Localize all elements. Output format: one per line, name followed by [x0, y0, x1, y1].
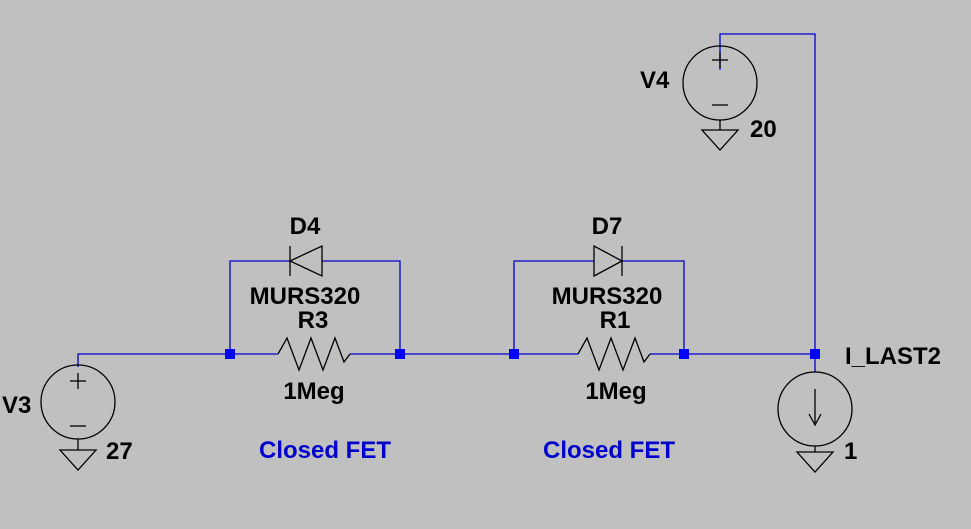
wire-d7-right[interactable]: [622, 260, 685, 354]
wire-v4-feed[interactable]: [719, 33, 816, 354]
v4-value-label: 20: [750, 116, 777, 143]
v4-voltage-source[interactable]: [682, 45, 758, 151]
junctions: [225, 349, 820, 359]
r1-value-label: 1Meg: [585, 378, 646, 405]
node-5[interactable]: [810, 349, 820, 359]
i-last2-name-label: I_LAST2: [845, 343, 941, 370]
r3-resistor[interactable]: [277, 336, 351, 372]
wire-v3-top[interactable]: [77, 353, 230, 367]
wire-d4-loop[interactable]: [229, 260, 290, 354]
v3-voltage-source[interactable]: [40, 364, 116, 471]
node-4[interactable]: [679, 349, 689, 359]
node-1[interactable]: [225, 349, 235, 359]
v3-name-label: V3: [2, 392, 31, 419]
ground-icon: [795, 451, 835, 473]
i-last2-value-label: 1: [844, 438, 857, 465]
arrow-down-icon: [808, 413, 822, 427]
d7-model-label: MURS320: [552, 283, 663, 310]
d7-diode[interactable]: [593, 244, 624, 278]
v4-name-label: V4: [640, 67, 670, 94]
ground-icon: [700, 129, 740, 151]
wire-d4-right[interactable]: [322, 260, 401, 354]
r1-name-label: R1: [600, 307, 631, 334]
d4-name-label: D4: [290, 213, 321, 240]
r3-value-label: 1Meg: [283, 378, 344, 405]
r3-name-label: R3: [298, 307, 329, 334]
d4-diode[interactable]: [288, 244, 323, 278]
annotation-left: Closed FET: [259, 437, 391, 464]
node-2[interactable]: [395, 349, 405, 359]
v3-value-label: 27: [106, 438, 133, 465]
i-last2-current-source[interactable]: [777, 371, 853, 473]
node-3[interactable]: [509, 349, 519, 359]
annotation-right: Closed FET: [543, 437, 675, 464]
d4-model-label: MURS320: [250, 283, 361, 310]
r1-resistor[interactable]: [577, 336, 651, 372]
wire-d7-loop[interactable]: [513, 260, 594, 354]
d7-name-label: D7: [592, 213, 623, 240]
ground-icon: [58, 449, 98, 471]
wires: [77, 33, 816, 372]
